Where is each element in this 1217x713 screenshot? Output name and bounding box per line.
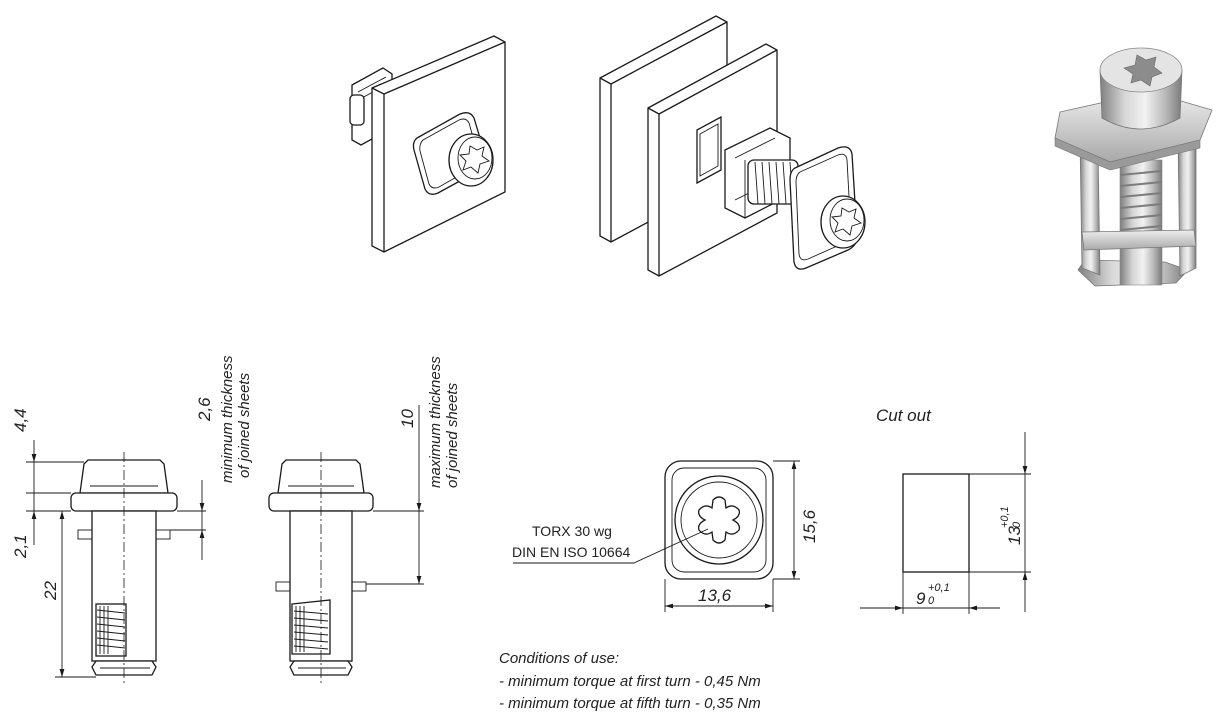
label-min-thickness-line1: minimum thickness xyxy=(219,355,236,483)
side-view-max-thickness: 10 maximum thickness of joined sheets xyxy=(268,356,461,685)
dim-body-length: 22 xyxy=(41,581,60,601)
cutout-view: Cut out 9 +0,1 0 13 +0,1 0 xyxy=(860,406,1031,614)
label-max-thickness-line1: maximum thickness xyxy=(427,356,444,488)
cutout-width-tol-upper: +0,1 xyxy=(928,582,950,594)
dim-flange-height: 2,1 xyxy=(11,534,30,559)
cutout-height-tol-lower: 0 xyxy=(1011,521,1023,528)
cutout-title: Cut out xyxy=(876,406,932,425)
label-max-thickness-line2: of joined sheets xyxy=(444,382,461,488)
conditions-title: Conditions of use: xyxy=(499,650,619,667)
dim-height: 15,6 xyxy=(800,509,819,543)
dim-head-height: 4,4 xyxy=(11,408,30,432)
dim-max-thickness: 10 xyxy=(398,409,417,428)
cutout-height-value: 13 xyxy=(1005,526,1024,545)
side-view-min-thickness: 4,4 2,1 22 2,6 minimum thickness of join… xyxy=(11,355,253,685)
conditions-line1: - minimum torque at first turn - 0,45 Nm xyxy=(499,673,761,690)
label-min-thickness-line2: of joined sheets xyxy=(236,372,253,478)
cutout-width-tol-lower: 0 xyxy=(928,595,935,607)
label-torx-line1: TORX 30 wg xyxy=(532,523,612,539)
front-view: TORX 30 wg DIN EN ISO 10664 15,6 13,6 xyxy=(512,460,819,612)
iso-view-two-plates xyxy=(599,15,866,277)
label-torx-line2: DIN EN ISO 10664 xyxy=(512,544,630,560)
product-render xyxy=(1054,47,1213,287)
dim-width: 13,6 xyxy=(698,586,732,605)
cutout-height-tol-upper: +0,1 xyxy=(999,506,1011,528)
conditions-line2: - minimum torque at fifth turn - 0,35 Nm xyxy=(499,695,761,712)
cutout-width-value: 9 xyxy=(916,589,926,608)
dim-min-thickness: 2,6 xyxy=(195,397,214,422)
iso-view-single-plate xyxy=(349,35,506,253)
conditions-of-use: Conditions of use: - minimum torque at f… xyxy=(499,650,761,712)
